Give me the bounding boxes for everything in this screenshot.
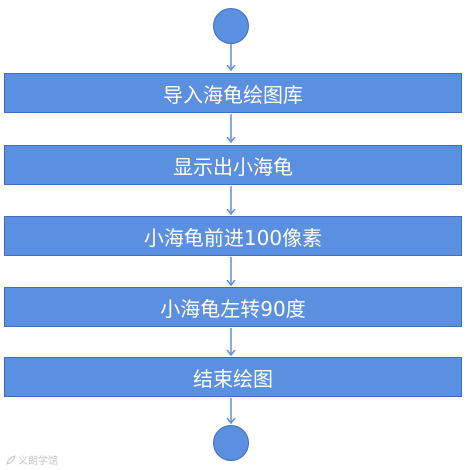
step-forward-100: 小海龟前进100像素 xyxy=(4,216,462,256)
start-circle xyxy=(213,8,249,44)
step-label: 小海龟前进100像素 xyxy=(143,225,323,250)
step-label: 显示出小海龟 xyxy=(173,154,293,179)
step-label: 导入海龟绘图库 xyxy=(163,82,303,107)
watermark: 义朗学馆 xyxy=(6,452,58,467)
leaf-logo-icon xyxy=(6,454,16,465)
watermark-text: 义朗学馆 xyxy=(18,456,58,467)
step-end-drawing: 结束绘图 xyxy=(4,357,462,397)
step-show-turtle: 显示出小海龟 xyxy=(4,145,462,185)
step-label: 结束绘图 xyxy=(193,366,273,391)
end-circle xyxy=(213,425,249,461)
step-left-90: 小海龟左转90度 xyxy=(4,287,462,327)
step-import-turtle: 导入海龟绘图库 xyxy=(4,73,462,113)
step-label: 小海龟左转90度 xyxy=(160,296,306,321)
